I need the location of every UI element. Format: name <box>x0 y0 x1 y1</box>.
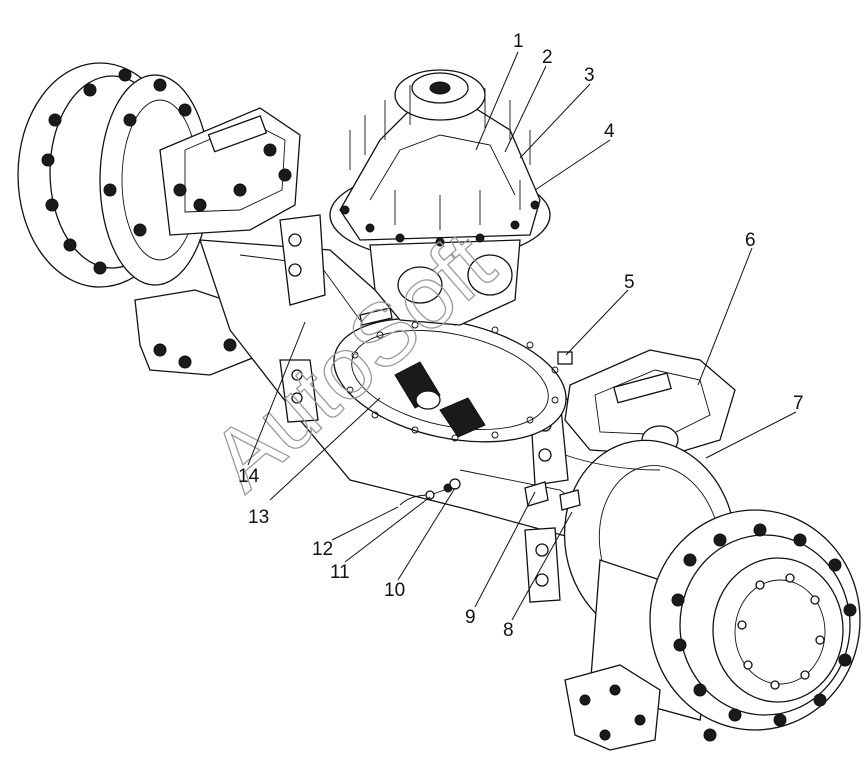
left-wheel-hub <box>17 62 211 288</box>
callout-12: 12 <box>312 539 333 560</box>
callout-9: 9 <box>465 607 476 628</box>
callout-6: 6 <box>745 230 756 251</box>
callout-14: 14 <box>238 466 260 487</box>
right-wheel-hub <box>563 439 861 751</box>
callout-3: 3 <box>584 65 595 86</box>
callout-5: 5 <box>624 272 635 293</box>
callout-8: 8 <box>503 620 514 641</box>
callout-labels: 1 2 3 4 5 6 7 8 9 10 11 12 13 14 <box>238 31 804 641</box>
left-brake-caliper <box>159 107 301 236</box>
callout-2: 2 <box>542 47 553 68</box>
callout-1: 1 <box>513 31 524 52</box>
callout-11: 11 <box>330 562 350 583</box>
main-reducer <box>329 69 551 326</box>
callout-4: 4 <box>604 121 615 142</box>
callout-13: 13 <box>248 507 269 528</box>
callout-7: 7 <box>793 393 804 414</box>
leader-lines <box>247 51 797 621</box>
callout-10: 10 <box>384 580 405 601</box>
right-brake-caliper <box>564 349 736 456</box>
